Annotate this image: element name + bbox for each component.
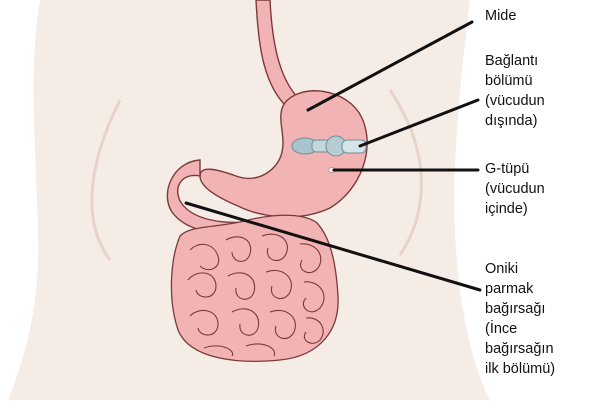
label-baglanti-line-3: (vücudun (485, 91, 545, 111)
label-baglanti-bolumu: Bağlantı bölümü (vücudun dışında) (485, 51, 545, 131)
label-oniki-line-2: parmak (485, 279, 555, 299)
label-oniki-line-4: (İnce (485, 319, 555, 339)
label-baglanti-line-4: dışında) (485, 111, 545, 131)
label-oniki-line-6: ilk bölümü) (485, 359, 555, 379)
label-mide-line-1: Mide (485, 6, 516, 26)
label-baglanti-line-2: bölümü (485, 71, 545, 91)
label-oniki-parmak-bagirsagi: Oniki parmak bağırsağı (İnce bağırsağın … (485, 259, 555, 379)
label-oniki-line-1: Oniki (485, 259, 555, 279)
label-oniki-line-5: bağırsağın (485, 339, 555, 359)
label-oniki-line-3: bağırsağı (485, 299, 555, 319)
label-gtupu-line-1: G-tüpü (485, 159, 545, 179)
label-baglanti-line-1: Bağlantı (485, 51, 545, 71)
label-gtupu-line-2: (vücudun (485, 179, 545, 199)
label-mide: Mide (485, 6, 516, 26)
label-gtupu-line-3: içinde) (485, 199, 545, 219)
label-g-tupu: G-tüpü (vücudun içinde) (485, 159, 545, 219)
